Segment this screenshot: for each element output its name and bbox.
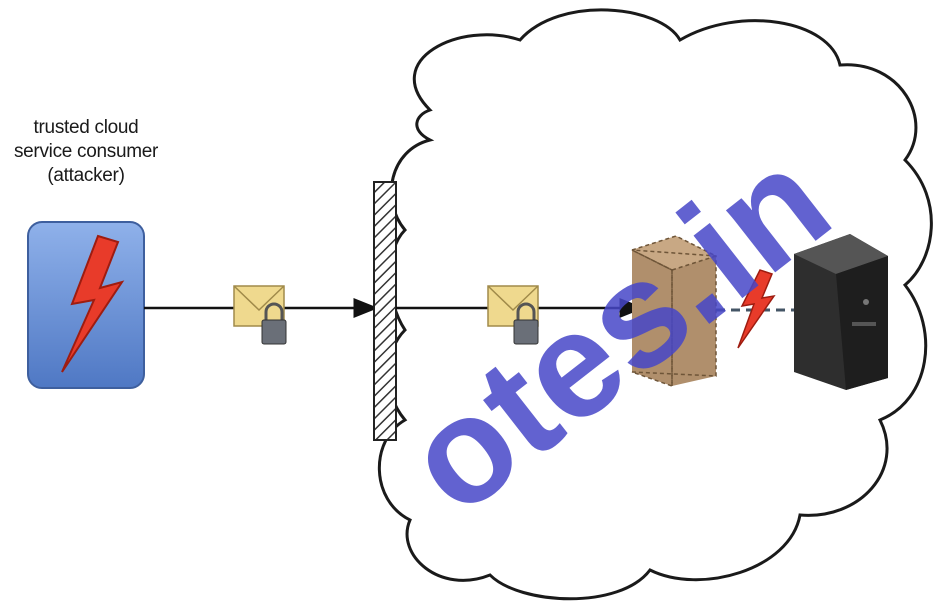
consumer-label: trusted cloud service consumer (attacker… xyxy=(2,116,170,188)
consumer-label-line-2: service consumer xyxy=(2,140,170,164)
attacker-consumer-icon xyxy=(28,222,144,388)
consumer-label-line-1: trusted cloud xyxy=(2,116,170,140)
consumer-label-line-3: (attacker) xyxy=(2,164,170,188)
